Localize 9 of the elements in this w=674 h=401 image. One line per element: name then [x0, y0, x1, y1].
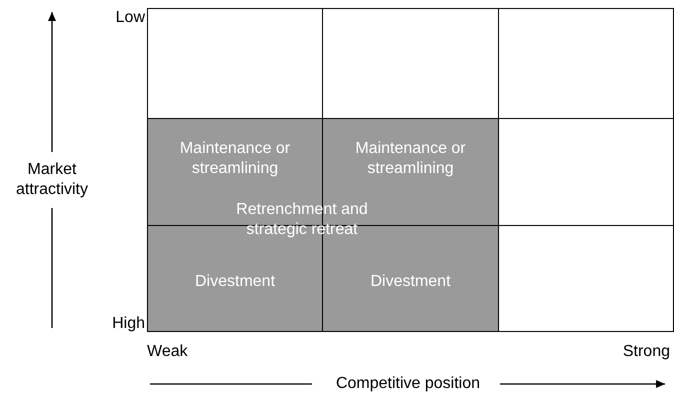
cell-text: Maintenance or streamlining: [178, 139, 292, 179]
cell-text: Divestment: [369, 272, 452, 292]
axis-title: Market attractivity: [14, 160, 89, 200]
axis-end-label: Strong: [622, 342, 670, 362]
cell-text: Maintenance or streamlining: [354, 139, 467, 179]
axis-end-label: Low: [114, 8, 145, 28]
axis-end-label: Weak: [147, 342, 189, 362]
cell-text: Divestment: [194, 272, 276, 292]
axis-end-label: High: [111, 314, 145, 334]
